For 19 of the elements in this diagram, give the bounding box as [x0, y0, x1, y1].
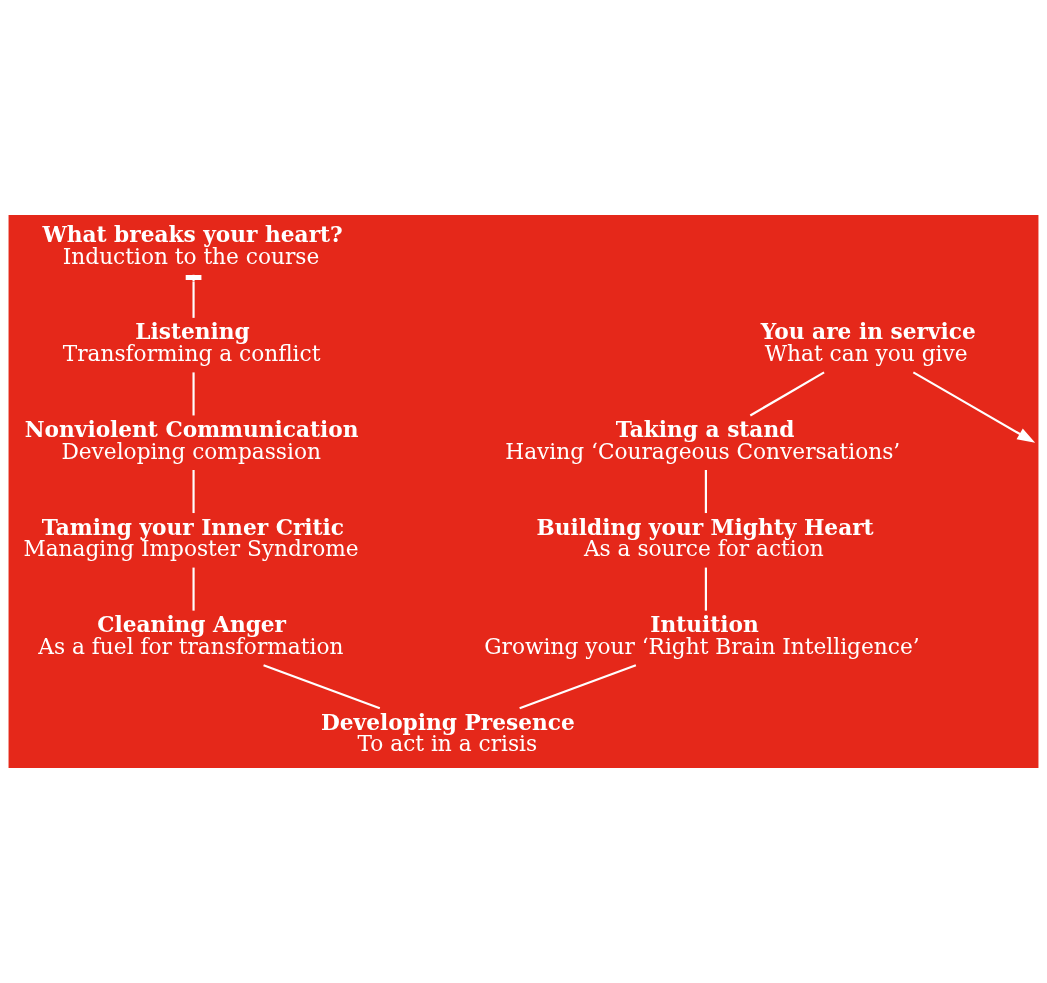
node-text: Listening Transforming a conflict: [62, 319, 321, 367]
node-text: Building your Mighty Heart As a source for action: [536, 514, 874, 562]
node-text: What breaks your heart? Induction to the course: [42, 221, 343, 269]
node-text: Taking a stand Having ‘Courageous Conversations’: [505, 417, 901, 464]
connector: [519, 664, 637, 710]
connector: [192, 567, 195, 611]
node-text: Taming your Inner Critic Managing Imposter Syndrome: [23, 514, 359, 562]
node-text: Developing Presence To act in a crisis: [320, 709, 575, 757]
node-text: Intuition Growing your ‘Right Brain Intelligence’: [484, 612, 920, 659]
connector: [704, 567, 707, 611]
node-text: You are in service What can you give: [760, 319, 976, 367]
connector: [192, 470, 195, 514]
connector: [263, 664, 381, 710]
node-text: Cleaning Anger As a fuel for transformation: [38, 612, 344, 659]
connector: [749, 371, 825, 417]
node-text: Nonviolent Communication Developing compassion: [24, 417, 359, 464]
connector: [192, 372, 195, 416]
arrow: [912, 371, 1036, 443]
connector: [704, 470, 707, 514]
